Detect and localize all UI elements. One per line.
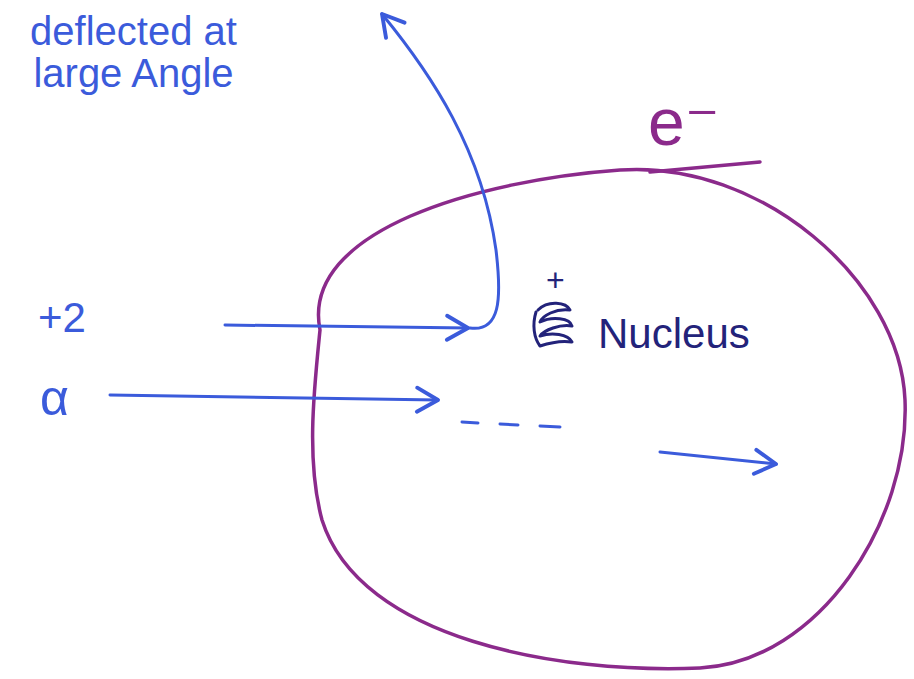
nucleus-label: Nucleus xyxy=(598,312,750,356)
alpha-exit-arrow xyxy=(660,452,776,464)
electron-underline xyxy=(650,162,760,172)
alpha-path-deflected xyxy=(225,325,468,328)
atom-outline xyxy=(313,169,906,668)
nucleus-scribble xyxy=(534,303,572,346)
alpha-label: α xyxy=(40,372,69,425)
deflection-curve xyxy=(382,14,499,328)
electron-label: e⁻ xyxy=(648,88,720,157)
charge-label: +2 xyxy=(38,296,86,340)
positive-sign: + xyxy=(546,264,565,298)
dashed-continuation xyxy=(462,422,560,427)
deflection-note: deflected at large Angle xyxy=(30,10,237,94)
alpha-path-straight xyxy=(110,395,438,400)
